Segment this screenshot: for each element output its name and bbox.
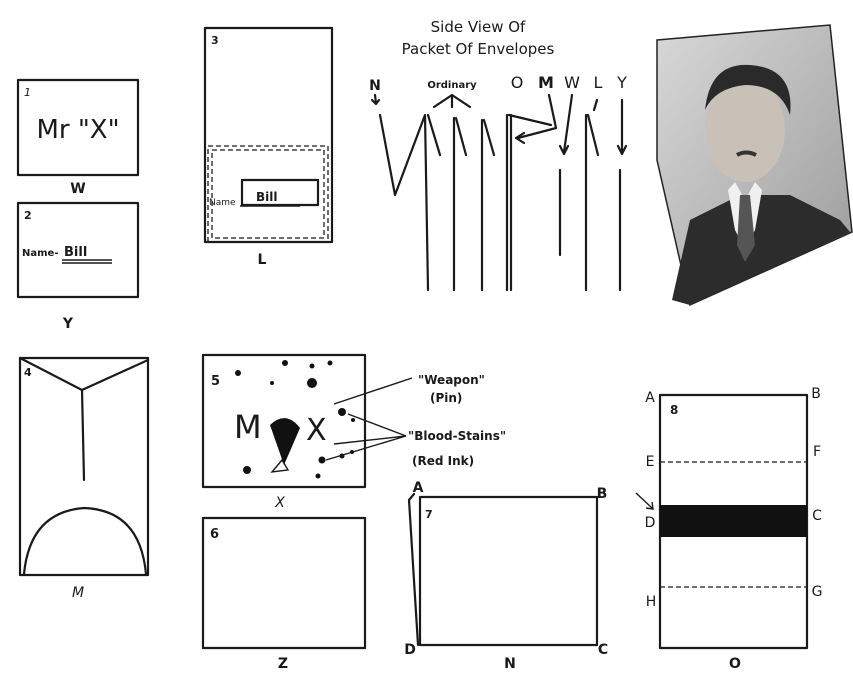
- caption: L: [258, 252, 267, 268]
- label-b: B: [811, 386, 821, 402]
- panel-number: 7: [425, 508, 433, 521]
- caption: X: [274, 495, 285, 511]
- envelope-y: 2 Name- Bill Y: [16, 201, 140, 332]
- corner-a: A: [413, 480, 424, 496]
- label-y: Y: [616, 73, 627, 92]
- weapon-label: "Weapon": [418, 373, 485, 387]
- envelope-l: 3 Name Bill L: [203, 26, 334, 268]
- envelope-x: 5 M X: [201, 353, 367, 511]
- side-view-diagram: Side View Of Packet Of Envelopes N Ordin…: [369, 18, 627, 292]
- panel-number: 1: [24, 86, 31, 99]
- name-value: Bill: [256, 190, 278, 204]
- envelope-m: 4 M: [18, 356, 150, 601]
- blood-stain: [270, 418, 300, 465]
- label-a: A: [645, 390, 655, 406]
- panel-number: 6: [210, 527, 219, 542]
- label-h: H: [646, 594, 657, 610]
- envelope-z: 6 Z: [201, 516, 367, 672]
- label-o: O: [511, 73, 524, 92]
- name-label: Name: [209, 198, 236, 208]
- weapon-sublabel: (Pin): [430, 391, 462, 405]
- label-c: C: [812, 508, 822, 524]
- label-ordinary: Ordinary: [427, 80, 477, 91]
- panel-number: 2: [24, 209, 32, 222]
- side-view-title: Packet Of Envelopes: [402, 40, 555, 58]
- caption: Y: [62, 316, 74, 332]
- corner-b: B: [597, 486, 608, 502]
- envelope-text-x: X: [306, 413, 327, 448]
- panel-number: 5: [211, 374, 220, 389]
- blood-stains-sublabel: (Red Ink): [412, 454, 474, 468]
- caption: Z: [278, 656, 288, 672]
- envelope-n: 7 A B C D N: [404, 480, 608, 672]
- portrait-photo: [656, 24, 853, 307]
- blood-stains-label: "Blood-Stains": [408, 429, 506, 443]
- label-f: F: [813, 444, 821, 460]
- envelope-o: 8 A B E F D C H G O: [635, 386, 823, 672]
- name-label: Name-: [22, 248, 58, 259]
- label-d: D: [645, 515, 656, 531]
- envelope-text: Mr "X": [36, 115, 119, 145]
- caption: O: [729, 656, 741, 672]
- side-view-title: Side View Of: [431, 18, 526, 36]
- caption: W: [70, 181, 85, 197]
- panel-number: 4: [24, 366, 32, 379]
- label-g: G: [812, 584, 823, 600]
- caption: M: [72, 585, 84, 601]
- caption: N: [504, 656, 516, 672]
- label-m: M: [538, 73, 554, 92]
- envelope-w: 1 Mr "X" W: [16, 78, 140, 197]
- label-w: W: [564, 73, 580, 92]
- label-n: N: [369, 78, 381, 94]
- panel-number: 8: [670, 403, 678, 417]
- corner-d: D: [404, 642, 416, 658]
- panel-number: 3: [211, 34, 219, 47]
- name-value: Bill: [64, 245, 87, 260]
- envelope-text-m: M: [234, 408, 262, 446]
- corner-c: C: [598, 642, 608, 658]
- blood-spots: [235, 360, 355, 479]
- label-l: L: [594, 73, 603, 92]
- cut-band: [660, 505, 807, 537]
- label-e: E: [646, 454, 655, 470]
- annotations: "Weapon" (Pin) "Blood-Stains" (Red Ink): [325, 373, 506, 468]
